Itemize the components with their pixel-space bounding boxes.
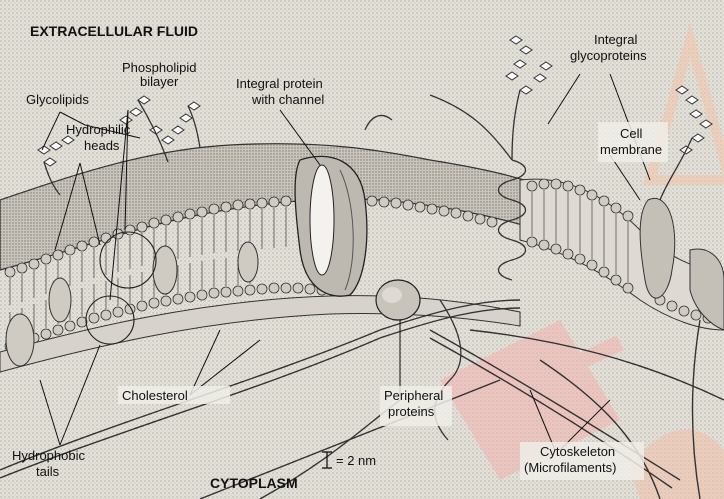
region-label-cytoplasm: CYTOPLASM [210,475,298,491]
label-hydrophobic-line2: tails [36,464,60,479]
label-scale-value: = 2 nm [336,453,376,468]
label-hydrophobic-line1: Hydrophobic [12,448,85,463]
label-peripheral-line2: proteins [388,404,435,419]
label-cholesterol: Cholesterol [122,388,188,403]
label-channel-line2: with channel [251,92,324,107]
region-label-extracellular: EXTRACELLULAR FLUID [30,23,198,39]
label-glycoproteins-line2: glycoproteins [570,48,647,63]
label-glycoproteins-line1: Integral [594,32,637,47]
label-cell-membrane-line1: Cell [620,126,643,141]
label-cell-membrane-line2: membrane [600,142,662,157]
label-hydrophilic-line1: Hydrophilic [66,122,131,137]
label-phospholipid-line2: bilayer [140,74,179,89]
peripheral-protein [376,280,420,320]
label-hydrophilic-line2: heads [84,138,120,153]
label-peripheral-line1: Peripheral [384,388,443,403]
label-channel-line1: Integral protein [236,76,323,91]
label-cytoskeleton-line2: (Microfilaments) [524,460,616,475]
label-glycolipids: Glycolipids [26,92,89,107]
label-cytoskeleton-line1: Cytoskeleton [540,444,615,459]
label-phospholipid-line1: Phospholipid [122,60,196,75]
